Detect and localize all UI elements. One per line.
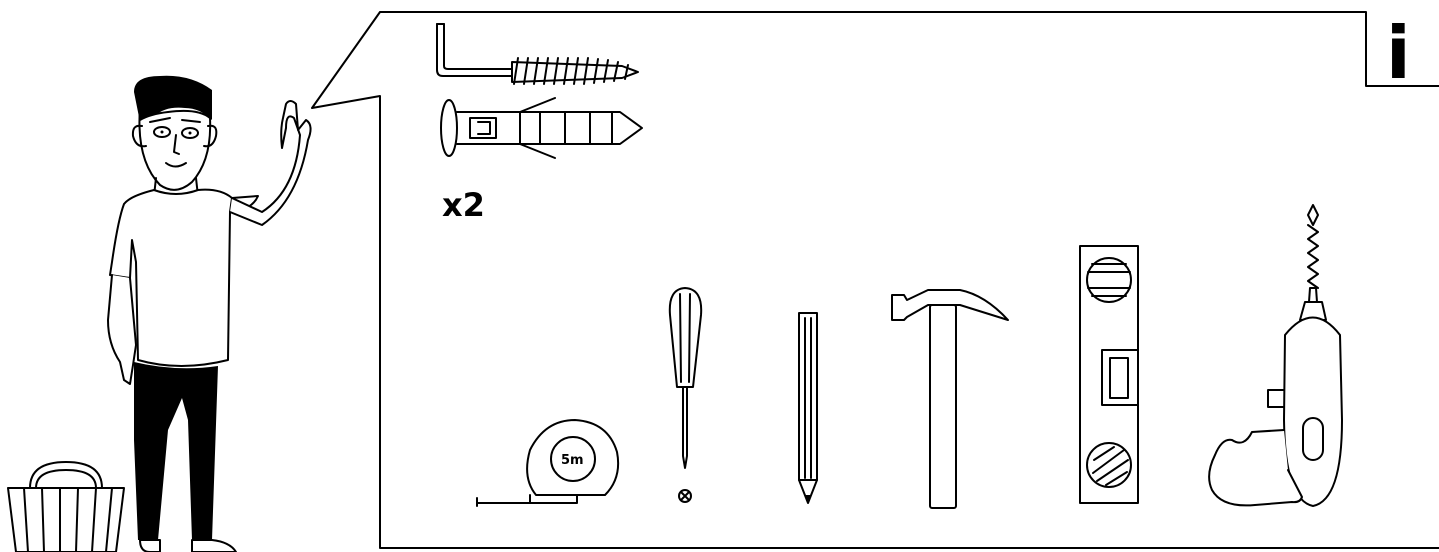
quantity-label: x2: [442, 186, 485, 224]
person-icon: [107, 75, 312, 552]
info-icon: i: [1386, 11, 1411, 95]
tape-measure-icon: 5m: [476, 419, 620, 507]
basket-icon: [7, 461, 125, 552]
tape-measure-label: 5m: [561, 453, 584, 468]
spirit-level-icon: [1079, 245, 1139, 504]
wall-plug-icon: [440, 97, 643, 159]
speech-bubble: [311, 11, 1439, 549]
hammer-icon: [891, 289, 1009, 509]
screwdriver-icon: [668, 287, 703, 503]
pencil-icon: [798, 312, 818, 504]
info-box: i: [1386, 11, 1411, 95]
drill-icon: [1208, 204, 1343, 507]
hook-screw-icon: [436, 23, 639, 85]
